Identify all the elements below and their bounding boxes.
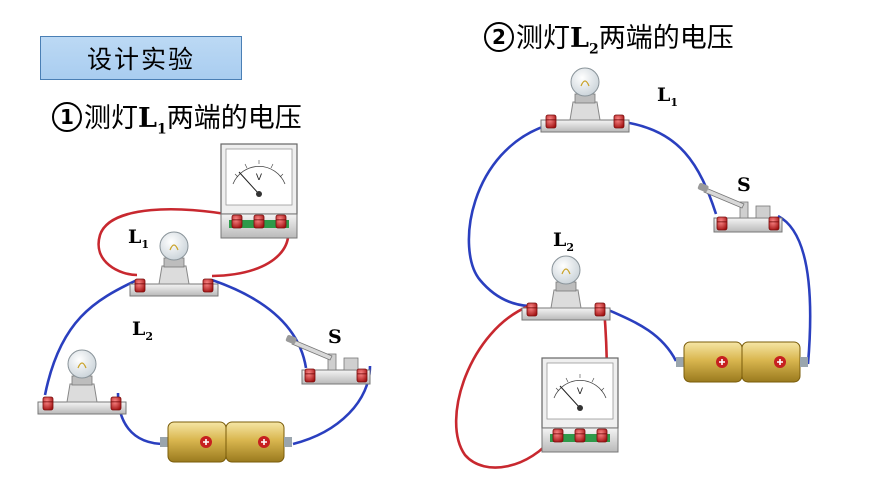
circled-number-2: 2 [484,22,514,52]
right-bulb2-label: L2 [553,229,575,254]
left-voltmeter [221,144,297,238]
left-bulb2-label: L2 [132,318,154,343]
left-bulb-l2 [38,350,126,414]
right-switch-label: S [737,174,751,196]
circled-number-1: 1 [52,102,82,132]
right-blue-wires [467,120,812,365]
design-experiment-title: 设计实验 [40,36,242,80]
left-switch-label: S [328,326,342,348]
right-switch [697,182,782,232]
left-bulb1-label: L1 [128,226,150,251]
right-voltmeter [542,358,618,452]
right-bulb-l2 [522,256,610,320]
left-switch [285,334,370,384]
right-bulb-l1 [541,68,629,132]
right-bulb1-label: L1 [657,84,679,109]
left-battery [159,421,293,463]
left-bulb-l1 [130,232,218,296]
right-battery [675,341,809,383]
right-circuit [454,68,812,469]
left-circuit [38,144,372,463]
